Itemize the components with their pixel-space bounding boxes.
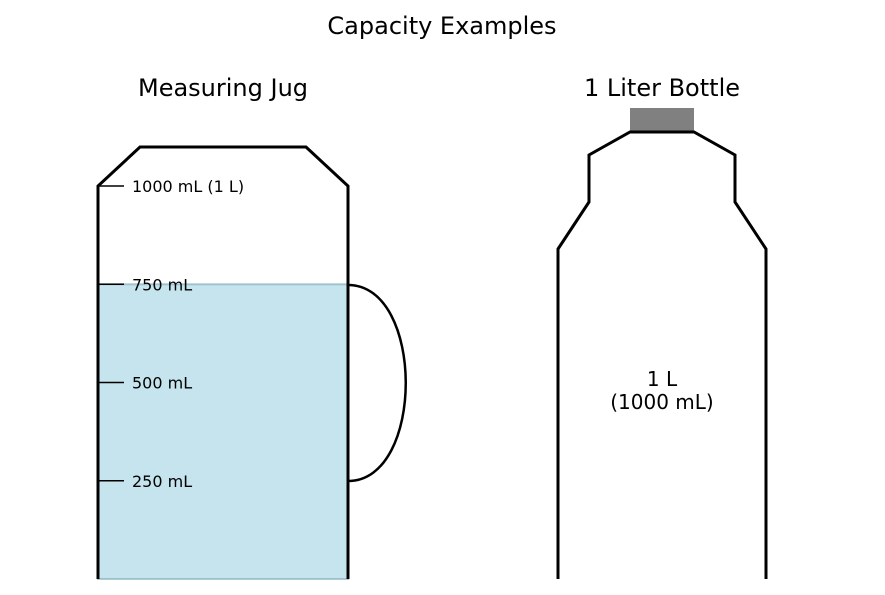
- bottle-title: 1 Liter Bottle: [584, 74, 740, 102]
- jug-water-fill: [97, 283, 349, 580]
- jug-mark-label: 750 mL: [132, 275, 192, 294]
- measuring-jug-panel: Measuring Jug 1000 mL (1 L) 750 mL 500 mL 2…: [96, 74, 407, 580]
- bottle-outline: [556, 130, 768, 579]
- jug-mark-label: 250 mL: [132, 472, 192, 491]
- jug-mark-label: 500 mL: [132, 374, 192, 393]
- bottle-cap: [630, 108, 694, 133]
- jug-measurement-marks: 1000 mL (1 L) 750 mL 500 mL 250 mL: [98, 177, 244, 491]
- figure-title: Capacity Examples: [327, 12, 556, 40]
- bottle-label-liters: 1 L: [647, 367, 678, 391]
- jug-title: Measuring Jug: [138, 74, 308, 102]
- jug-mark-label: 1000 mL (1 L): [132, 177, 244, 196]
- bottle-label-milliliters: (1000 mL): [610, 390, 714, 414]
- jug-outline: [96, 145, 350, 579]
- bottle-panel: 1 Liter Bottle 1 L (1000 mL): [556, 74, 768, 579]
- jug-handle: [347, 283, 407, 483]
